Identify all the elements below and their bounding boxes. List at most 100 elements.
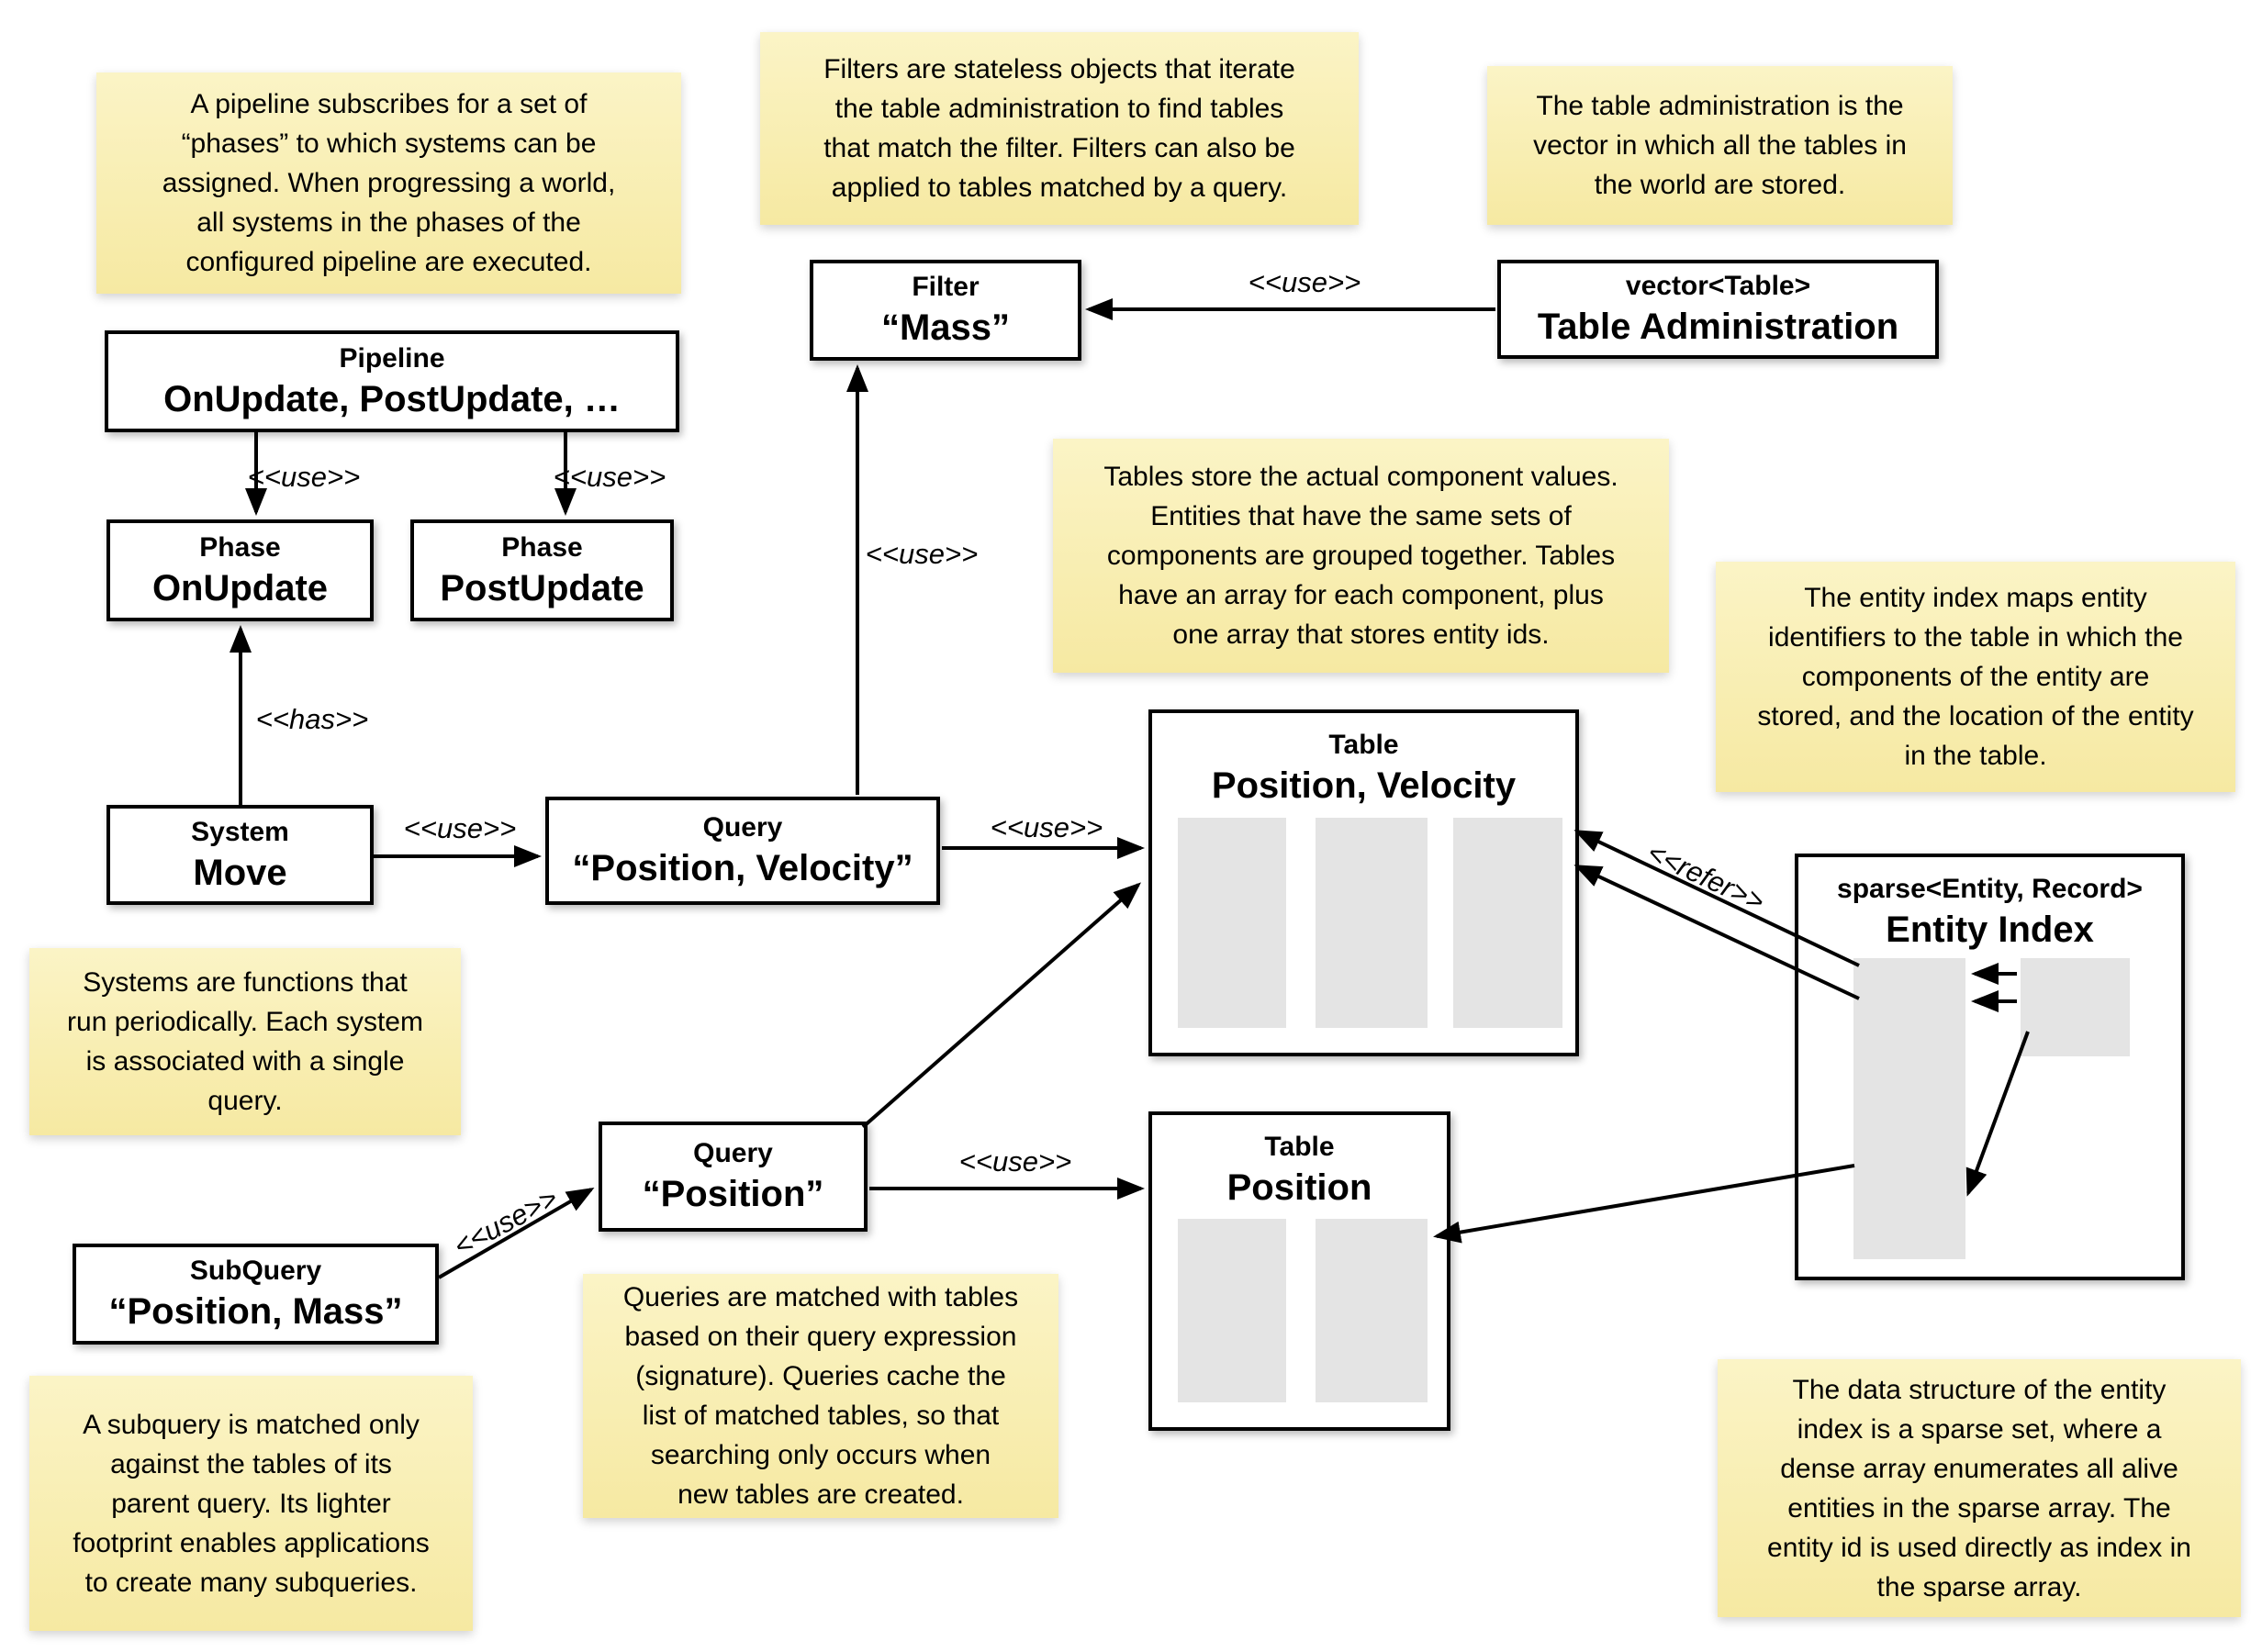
box-subquery-position-mass: SubQuery “Position, Mass” xyxy=(73,1244,439,1345)
box-query-position-velocity-name: “Position, Velocity” xyxy=(572,848,913,888)
note-line: footprint enables applications xyxy=(73,1527,430,1558)
box-query-position: Query“Position” xyxy=(599,1122,868,1232)
note-line: run periodically. Each system xyxy=(67,1007,423,1037)
entity-index-dense-array xyxy=(2021,958,2130,1056)
note-line: the world are stored. xyxy=(1594,170,1846,200)
box-entity-index-name: Entity Index xyxy=(1886,910,2094,950)
box-system-move-name: Move xyxy=(193,852,287,893)
note-line: in the table. xyxy=(1904,741,2047,771)
note-systems-note: Systems are functions that run periodical… xyxy=(29,948,461,1135)
note-line: identifiers to the table in which the xyxy=(1768,622,2183,653)
box-table-administration-name: Table Administration xyxy=(1537,307,1899,347)
box-table-position-name: Position xyxy=(1226,1167,1372,1208)
note-line: one array that stores entity ids. xyxy=(1172,620,1550,650)
note-line: is associated with a single xyxy=(85,1046,405,1077)
label-refer-entityindex-table: <<refer>> xyxy=(1642,835,1770,919)
note-line: the table administration to find tables xyxy=(834,94,1284,124)
note-line: Entities that have the same sets of xyxy=(1150,501,1572,531)
note-line: components of the entity are xyxy=(1801,662,2150,692)
box-phase-onupdate-name: OnUpdate xyxy=(151,567,329,608)
box-query-position-velocity: Query “Position, Velocity” xyxy=(545,797,940,905)
note-line: The table administration is the xyxy=(1536,91,1904,121)
box-phase-postupdate-name: PostUpdate xyxy=(440,567,644,608)
note-sparse-set-note: The data structure of the entity index is… xyxy=(1718,1359,2241,1617)
box-pipeline-name: OnUpdate, PostUpdate, … xyxy=(163,378,621,419)
note-line: new tables are created. xyxy=(677,1479,964,1510)
box-query-position-velocity-stereotype: Query xyxy=(702,812,783,843)
note-line: query. xyxy=(207,1086,283,1116)
note-entity-index-note: The entity index maps entity identifiers … xyxy=(1716,562,2235,792)
label-use-query-filter: <<use>> xyxy=(865,538,979,570)
box-entity-index-stereotype: sparse<Entity, Record> xyxy=(1837,874,2143,904)
box-phase-onupdate-stereotype: Phase xyxy=(199,531,281,563)
table-pv-array-1 xyxy=(1178,818,1286,1028)
note-line: index is a sparse set, where a xyxy=(1797,1413,2162,1445)
note-line: The entity index maps entity xyxy=(1804,583,2147,613)
note-line: to create many subqueries. xyxy=(84,1567,418,1598)
note-line: list of matched tables, so that xyxy=(642,1401,1000,1431)
box-table-position-stereotype: Table xyxy=(1264,1132,1335,1162)
note-table-admin-note: The table administration is the vector in… xyxy=(1487,66,1953,225)
box-filter-mass: Filter “Mass” xyxy=(810,260,1081,361)
note-line: configured pipeline are executed. xyxy=(185,247,592,277)
label-use-system-query: <<use>> xyxy=(403,812,517,844)
note-line: that match the filter. Filters can also … xyxy=(823,133,1295,163)
note-line: have an array for each component, plus xyxy=(1118,580,1604,610)
note-line: based on their query expression xyxy=(624,1322,1017,1352)
table-pv-array-3 xyxy=(1453,818,1562,1028)
note-subquery-note: A subquery is matched only against the ta… xyxy=(29,1376,473,1631)
box-filter-mass-name: “Mass” xyxy=(880,307,1011,348)
label-use-pipeline-onupdate: <<use>> xyxy=(247,461,361,493)
table-pos-array-2 xyxy=(1316,1219,1428,1402)
note-queries-note: Queries are matched with tables based on … xyxy=(583,1274,1058,1518)
note-line: A pipeline subscribes for a set of xyxy=(190,89,588,119)
note-line: against the tables of its xyxy=(110,1448,392,1479)
note-line: “phases” to which systems can be xyxy=(181,128,597,159)
label-use-tableadmin-filter: <<use>> xyxy=(1248,266,1361,298)
arrow-querypos-to-tablepv xyxy=(861,882,1142,1129)
note-line: (signature). Queries cache the xyxy=(635,1361,1006,1391)
note-line: Queries are matched with tables xyxy=(622,1282,1019,1312)
note-filters-note: Filters are stateless objects that itera… xyxy=(760,32,1359,225)
note-line: vector in which all the tables in xyxy=(1533,130,1907,161)
label-use-querypos-tablepos: <<use>> xyxy=(958,1145,1072,1178)
label-use-pipeline-postupdate: <<use>> xyxy=(553,461,666,493)
note-line: searching only occurs when xyxy=(650,1440,991,1470)
box-table-position-velocity-stereotype: Table xyxy=(1328,730,1399,760)
note-line: components are grouped together. Tables xyxy=(1106,541,1616,571)
box-table-administration: vector<Table> Table Administration xyxy=(1497,260,1939,359)
note-line: all systems in the phases of the xyxy=(196,207,581,238)
box-filter-mass-stereotype: Filter xyxy=(912,272,980,302)
entity-index-sparse-array xyxy=(1853,958,1965,1259)
note-line: Systems are functions that xyxy=(83,967,408,998)
box-system-move-stereotype: System xyxy=(191,816,289,847)
note-line: the sparse array. xyxy=(1876,1571,2082,1602)
note-line: assigned. When progressing a world, xyxy=(162,168,616,198)
note-line: entities in the sparse array. The xyxy=(1787,1492,2171,1524)
note-line: entity id is used directly as index in xyxy=(1767,1532,2191,1563)
box-table-position-velocity-name: Position, Velocity xyxy=(1211,765,1517,806)
box-subquery-position-mass-stereotype: SubQuery xyxy=(189,1256,322,1286)
note-line: Tables store the actual component values… xyxy=(1103,462,1618,492)
note-line: stored, and the location of the entity xyxy=(1757,701,2194,731)
note-line: A subquery is matched only xyxy=(83,1409,420,1440)
box-table-administration-stereotype: vector<Table> xyxy=(1625,271,1811,301)
note-line: applied to tables matched by a query. xyxy=(831,173,1288,203)
note-line: The data structure of the entity xyxy=(1792,1374,2167,1405)
table-pos-array-1 xyxy=(1178,1219,1286,1402)
note-tables-note: Tables store the actual component values… xyxy=(1053,439,1669,673)
note-line: dense array enumerates all alive xyxy=(1780,1453,2178,1484)
arrow-entityindex-to-tablepos xyxy=(1433,1164,1855,1244)
note-line: Filters are stateless objects that itera… xyxy=(823,54,1295,84)
box-pipeline-stereotype: Pipeline xyxy=(339,342,445,374)
label-use-querypv-tablepv: <<use>> xyxy=(990,811,1103,843)
box-phase-postupdate-stereotype: Phase xyxy=(501,531,583,563)
label-use-subquery-querypos: <<use>> xyxy=(448,1181,564,1263)
box-subquery-position-mass-name: “Position, Mass” xyxy=(108,1291,403,1332)
box-query-position-name: “Position” xyxy=(642,1174,824,1214)
